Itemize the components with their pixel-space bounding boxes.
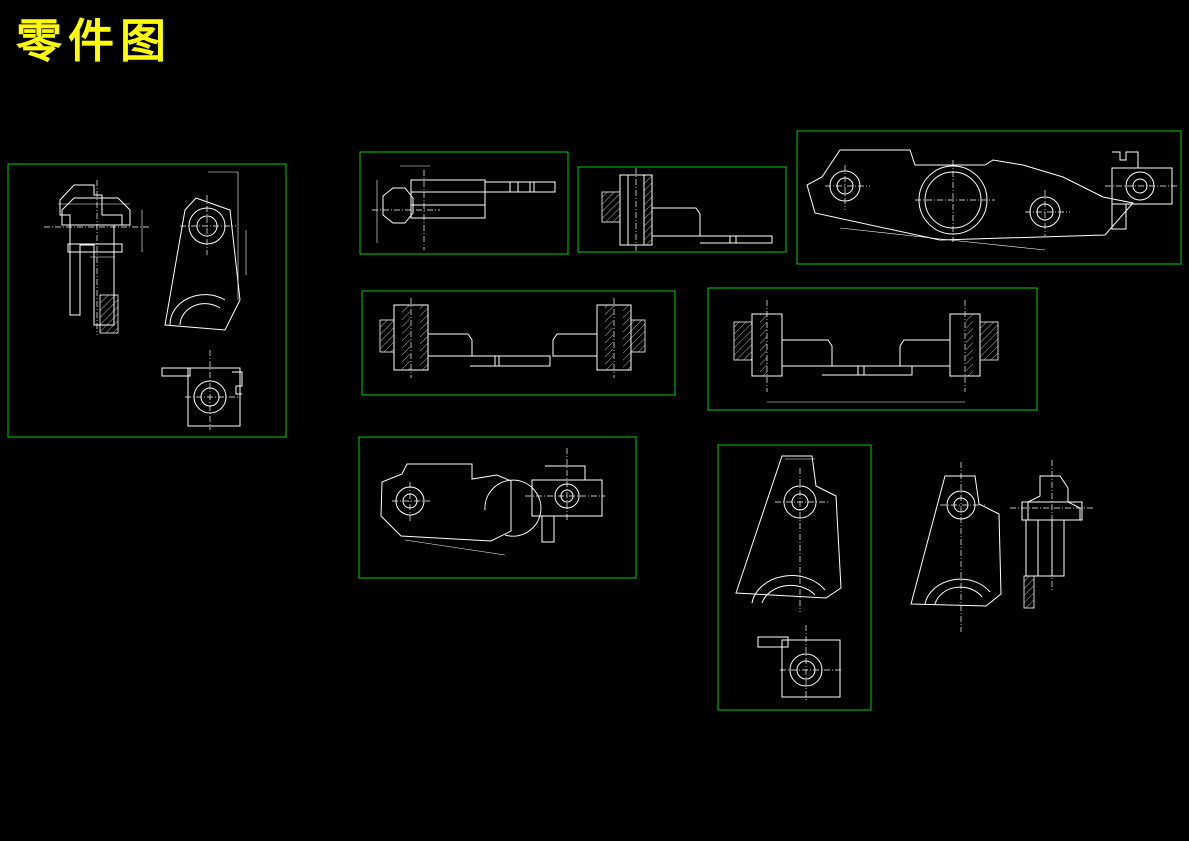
view-frame xyxy=(361,290,676,396)
view-double-clamp-a xyxy=(361,290,676,396)
view-frame xyxy=(796,130,1182,265)
view-frame xyxy=(717,444,872,711)
view-frame xyxy=(358,436,637,579)
view-fork-variant-framed xyxy=(717,444,872,711)
view-frame xyxy=(707,287,1038,411)
view-double-clamp-b xyxy=(707,287,1038,411)
view-fork-main xyxy=(7,163,287,438)
view-fork-section-small xyxy=(577,166,787,253)
view-frame xyxy=(7,163,287,438)
fork-front-view xyxy=(44,180,150,335)
view-lever-arm-with-side xyxy=(358,436,637,579)
drawing-title: 零件图 xyxy=(16,14,172,68)
view-frame xyxy=(577,166,787,253)
view-fork-top-profile xyxy=(359,151,569,255)
fork-top-view xyxy=(161,350,243,430)
view-lever-plate xyxy=(796,130,1182,265)
view-fork-variant-unframed xyxy=(910,460,1095,632)
fork-side-view xyxy=(164,171,247,331)
view-frame xyxy=(359,151,569,255)
